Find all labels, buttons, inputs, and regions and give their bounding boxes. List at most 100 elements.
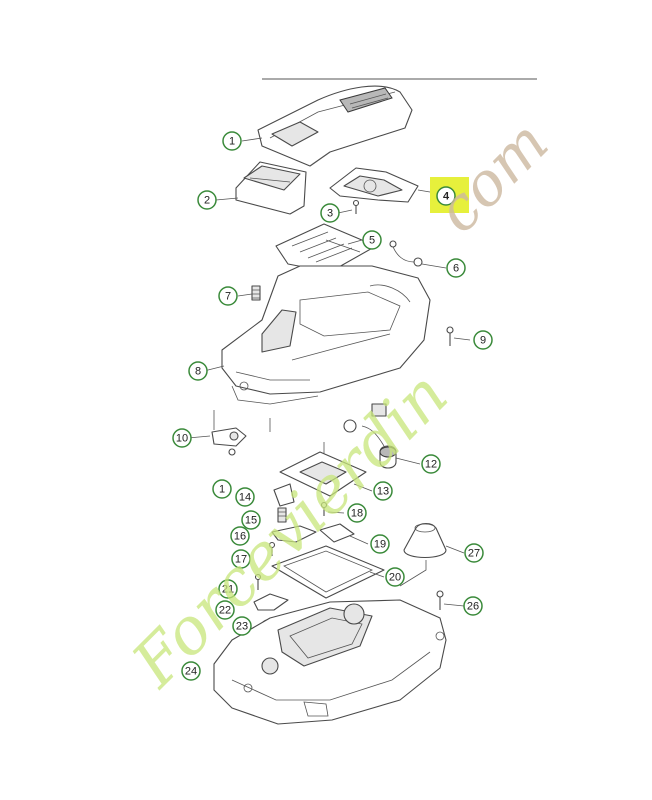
part-gasket [271,545,385,599]
part-keypad [275,223,377,273]
callout-label: 8 [195,366,201,378]
callout-16: 16 [230,526,250,546]
callout-9: 9 [473,330,493,350]
callouts: 1234567891011213141516171819202122232426… [172,131,493,681]
callout-circle [436,186,456,206]
callout-circle [231,549,251,569]
callout-1: 1 [222,131,242,151]
callout-label: 16 [234,531,246,543]
part-cone [399,522,447,587]
callout-5: 5 [362,230,382,250]
callout-circle [215,600,235,620]
callout-label: 4 [443,191,450,203]
callout-22: 22 [215,600,235,620]
callout-label: 2 [204,195,210,207]
callout-circle [188,361,208,381]
part-screw-26 [436,590,444,610]
callout-circle [463,596,483,616]
callout-21: 21 [218,579,238,599]
callout-circle [446,258,466,278]
callout-6: 6 [446,258,466,278]
callout-circle [218,579,238,599]
callout-label: 24 [185,666,197,678]
callout-label: 9 [480,335,486,347]
callout-12: 12 [421,454,441,474]
part-speaker [343,403,397,469]
callout-18: 18 [347,503,367,523]
part-stop-cover [235,161,307,215]
part-chassis [221,265,431,405]
callout-label: 10 [176,433,188,445]
callout-circle [473,330,493,350]
callout-circle [222,131,242,151]
part-screw-9 [446,326,454,346]
callout-label: 20 [389,572,401,584]
callout-label: 19 [374,539,386,551]
callout-20: 20 [385,567,405,587]
callout-circle [212,479,232,499]
callout-15: 15 [241,510,261,530]
callout-circle [181,661,201,681]
callout-label: 22 [219,605,231,617]
callout-circle [172,428,192,448]
callout-circle [370,534,390,554]
callout-circle [347,503,367,523]
part-screws-small [268,501,328,556]
callout-circle [218,286,238,306]
part-side-panel [329,167,419,203]
callout-3: 3 [320,203,340,223]
callout-circle [362,230,382,250]
callout-circle [385,567,405,587]
callout-23: 23 [232,616,252,636]
callout-label: 12 [425,459,437,471]
callout-circle [320,203,340,223]
callout-14: 14 [235,487,255,507]
part-sensor-cable [389,240,423,267]
callout-label: 3 [327,208,333,220]
callout-10: 10 [172,428,192,448]
part-bracket-19 [319,523,355,543]
callout-circle [241,510,261,530]
callout-label: 7 [225,291,231,303]
callout-circle [197,190,217,210]
part-bracket-10 [211,410,271,456]
callout-1: 1 [212,479,232,499]
callout-label: 1 [219,484,225,496]
callout-label: 5 [369,235,375,247]
callout-circle [373,481,393,501]
callout-26: 26 [463,596,483,616]
callout-label: 21 [222,584,234,596]
callout-4: 4 [436,186,456,206]
callout-label: 13 [377,486,389,498]
callout-17: 17 [231,549,251,569]
callout-circle [421,454,441,474]
callout-circle [232,616,252,636]
callout-label: 15 [245,515,257,527]
part-screw [352,199,360,214]
callout-circle [235,487,255,507]
callout-27: 27 [464,543,484,563]
part-top-cover [257,85,413,167]
part-base [213,599,447,725]
callout-label: 23 [236,621,248,633]
callout-circle [230,526,250,546]
callout-label: 6 [453,263,459,275]
callout-circle [464,543,484,563]
callout-label: 26 [467,601,479,613]
callout-label: 17 [235,554,247,566]
callout-8: 8 [188,361,208,381]
part-circuit-board [279,442,367,497]
callout-19: 19 [370,534,390,554]
callout-2: 2 [197,190,217,210]
part-latch [271,483,317,543]
callout-label: 27 [468,548,480,560]
callout-label: 1 [229,136,235,148]
watermark-com: com [423,108,562,247]
callout-label: 14 [239,492,251,504]
callout-label: 18 [351,508,363,520]
callout-7: 7 [218,286,238,306]
part-spring [251,285,261,301]
callout-13: 13 [373,481,393,501]
callout-24: 24 [181,661,201,681]
